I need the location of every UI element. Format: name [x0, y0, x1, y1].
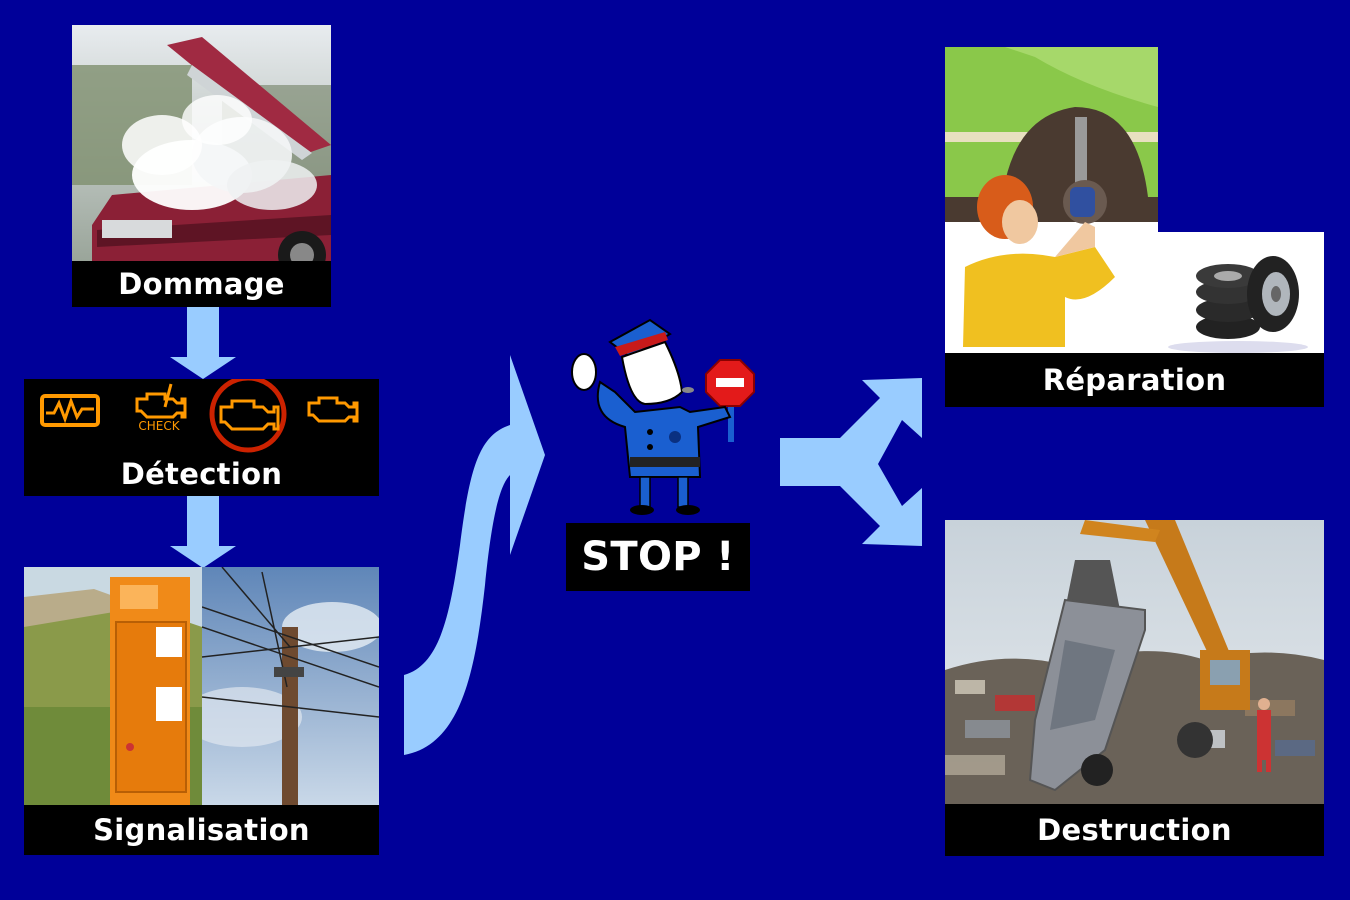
- check-engine-icon: CHECK: [135, 383, 187, 433]
- stop-label: STOP !: [566, 523, 750, 591]
- engine-icon-highlighted: [209, 379, 287, 453]
- destruction-label: Destruction: [945, 804, 1324, 856]
- damage-label: Dommage: [72, 261, 331, 307]
- repair-label: Réparation: [945, 353, 1324, 407]
- curved-arrow: [400, 355, 550, 760]
- down-arrow-2: [168, 496, 238, 568]
- fork-arrow: [780, 378, 925, 548]
- mechanic-clipart: [945, 47, 1158, 353]
- warning-wave-icon: [40, 394, 100, 427]
- detection-panel: CHECK: [24, 379, 379, 496]
- sos-call-box-photo: [24, 567, 202, 805]
- svg-text:CHECK: CHECK: [138, 419, 180, 433]
- engine-icon: [307, 396, 359, 423]
- policeman-stop-clipart: [570, 312, 760, 517]
- scrapyard-photo: [945, 520, 1324, 804]
- tires-stack-image: [1158, 232, 1324, 353]
- power-pole-photo: [202, 567, 379, 805]
- detection-label: Détection: [120, 457, 283, 491]
- signal-label: Signalisation: [24, 805, 379, 855]
- down-arrow-1: [168, 307, 238, 379]
- damage-photo: [72, 25, 331, 261]
